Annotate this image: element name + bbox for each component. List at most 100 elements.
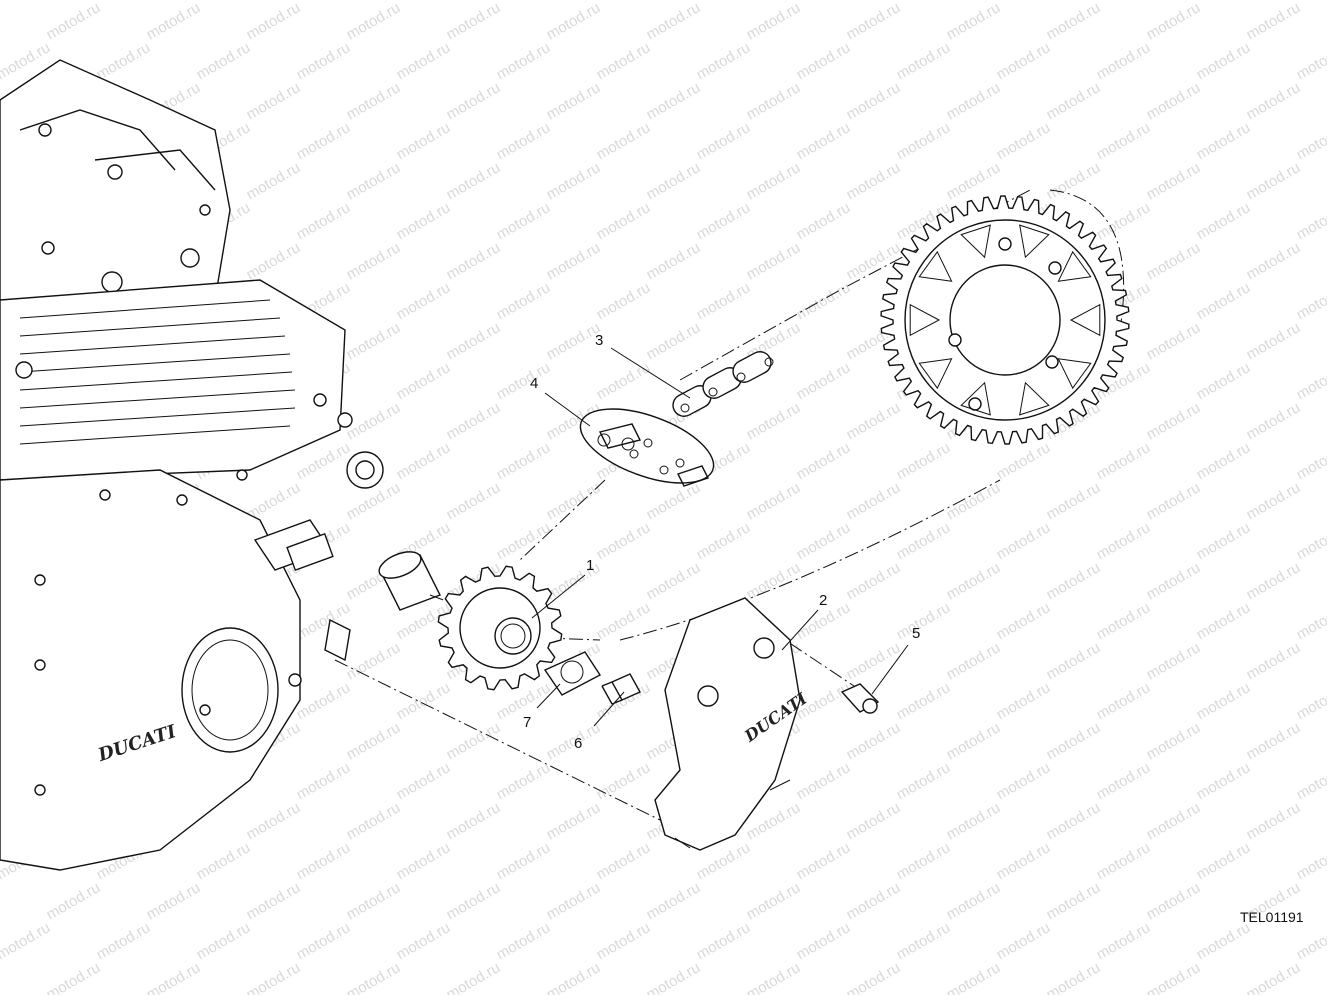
- watermark-text: motod.ru: [944, 159, 1004, 203]
- watermark-text: motod.ru: [1144, 319, 1204, 363]
- watermark-text: motod.ru: [444, 239, 504, 283]
- watermark-text: motod.ru: [544, 959, 604, 995]
- watermark-text: motod.ru: [1244, 959, 1304, 995]
- watermark-text: motod.ru: [0, 879, 3, 923]
- watermark-text: motod.ru: [844, 719, 904, 763]
- watermark-text: motod.ru: [794, 279, 854, 323]
- watermark-text: motod.ru: [494, 519, 554, 563]
- watermark-text: motod.ru: [494, 39, 554, 83]
- watermark-text: motod.ru: [594, 359, 654, 403]
- watermark-text: motod.ru: [994, 679, 1054, 723]
- watermark-text: motod.ru: [794, 119, 854, 163]
- watermark-text: motod.ru: [194, 839, 254, 883]
- watermark-text: motod.ru: [744, 959, 804, 995]
- watermark-text: motod.ru: [394, 39, 454, 83]
- watermark-text: motod.ru: [994, 839, 1054, 883]
- spacer-bushing: [378, 551, 441, 611]
- watermark-text: motod.ru: [1244, 479, 1304, 523]
- watermark-text: motod.ru: [194, 39, 254, 83]
- watermark-text: motod.ru: [344, 319, 404, 363]
- lock-washer: [543, 651, 602, 696]
- leader-lines: [531, 347, 909, 727]
- watermark-text: motod.ru: [244, 959, 304, 995]
- watermark-text: motod.ru: [1094, 679, 1154, 723]
- watermark-text: motod.ru: [944, 639, 1004, 683]
- watermark-text: motod.ru: [644, 879, 704, 923]
- watermark-text: motod.ru: [894, 839, 954, 883]
- watermark-text: motod.ru: [594, 519, 654, 563]
- watermark-text: motod.ru: [0, 0, 53, 3]
- sprocket-window: [909, 303, 941, 337]
- watermark-text: motod.ru: [894, 599, 954, 643]
- watermark-text: motod.ru: [344, 0, 404, 43]
- watermark-text: motod.ru: [244, 879, 304, 923]
- watermark-text: motod.ru: [0, 0, 3, 43]
- watermark-text: motod.ru: [444, 719, 504, 763]
- watermark-text: motod.ru: [344, 239, 404, 283]
- watermark-text: motod.ru: [1144, 479, 1204, 523]
- watermark-text: motod.ru: [1094, 519, 1154, 563]
- watermark-text: motod.ru: [1194, 679, 1254, 723]
- watermark-text: motod.ru: [94, 39, 154, 83]
- watermark-text: motod.ru: [444, 799, 504, 843]
- watermark-text: motod.ru: [994, 119, 1054, 163]
- watermark-text: motod.ru: [844, 159, 904, 203]
- watermark-text: motod.ru: [594, 0, 654, 3]
- watermark-text: motod.ru: [1194, 759, 1254, 803]
- watermark-text: motod.ru: [594, 279, 654, 323]
- watermark-text: motod.ru: [844, 959, 904, 995]
- watermark-text: motod.ru: [794, 439, 854, 483]
- watermark-text: motod.ru: [1194, 359, 1254, 403]
- watermark-text: motod.ru: [894, 679, 954, 723]
- watermark-text: motod.ru: [494, 439, 554, 483]
- watermark-text: motod.ru: [844, 479, 904, 523]
- watermark-text: motod.ru: [944, 719, 1004, 763]
- watermark-text: motod.ru: [344, 719, 404, 763]
- watermark-text: motod.ru: [1044, 479, 1104, 523]
- watermark-text: motod.ru: [294, 759, 354, 803]
- engine-assembly: DUCATI: [0, 59, 384, 871]
- watermark-text: motod.ru: [1294, 439, 1327, 483]
- watermark-text: motod.ru: [344, 639, 404, 683]
- callout-6: 6: [574, 735, 582, 752]
- watermark-text: motod.ru: [1144, 159, 1204, 203]
- watermark-text: motod.ru: [894, 119, 954, 163]
- watermark-text: motod.ru: [994, 39, 1054, 83]
- watermark-text: motod.ru: [1094, 119, 1154, 163]
- watermark-text: motod.ru: [544, 0, 604, 43]
- watermark-text: motod.ru: [944, 799, 1004, 843]
- watermark-text: motod.ru: [344, 799, 404, 843]
- watermark-text: motod.ru: [444, 959, 504, 995]
- watermark-text: motod.ru: [844, 79, 904, 123]
- watermark-text: motod.ru: [994, 0, 1054, 3]
- watermark-text: motod.ru: [544, 239, 604, 283]
- watermark-text: motod.ru: [144, 0, 204, 43]
- watermark-text: motod.ru: [844, 559, 904, 603]
- callout-4: 4: [530, 375, 538, 392]
- watermark-text: motod.ru: [1294, 279, 1327, 323]
- watermark-text: motod.ru: [1194, 599, 1254, 643]
- watermark-text: motod.ru: [1244, 559, 1304, 603]
- watermark-text: motod.ru: [1244, 79, 1304, 123]
- reference-code: TEL01191: [1240, 909, 1304, 925]
- watermark-text: motod.ru: [1294, 359, 1327, 403]
- watermark-text: motod.ru: [944, 479, 1004, 523]
- watermark-text: motod.ru: [294, 39, 354, 83]
- watermark-text: motod.ru: [594, 119, 654, 163]
- watermark-text: motod.ru: [794, 39, 854, 83]
- watermark-text: motod.ru: [1144, 799, 1204, 843]
- watermark-text: motod.ru: [1094, 919, 1154, 963]
- watermark-text: motod.ru: [494, 759, 554, 803]
- watermark-text: motod.ru: [394, 439, 454, 483]
- watermark-text: motod.ru: [294, 0, 354, 3]
- watermark-text: motod.ru: [594, 599, 654, 643]
- watermark-text: motod.ru: [344, 879, 404, 923]
- watermark-text: motod.ru: [894, 519, 954, 563]
- watermark-text: motod.ru: [1294, 759, 1327, 803]
- watermark-text: motod.ru: [544, 79, 604, 123]
- watermark-text: motod.ru: [844, 399, 904, 443]
- watermark-text: motod.ru: [1044, 0, 1104, 43]
- watermark-text: motod.ru: [1244, 319, 1304, 363]
- watermark-text: motod.ru: [494, 279, 554, 323]
